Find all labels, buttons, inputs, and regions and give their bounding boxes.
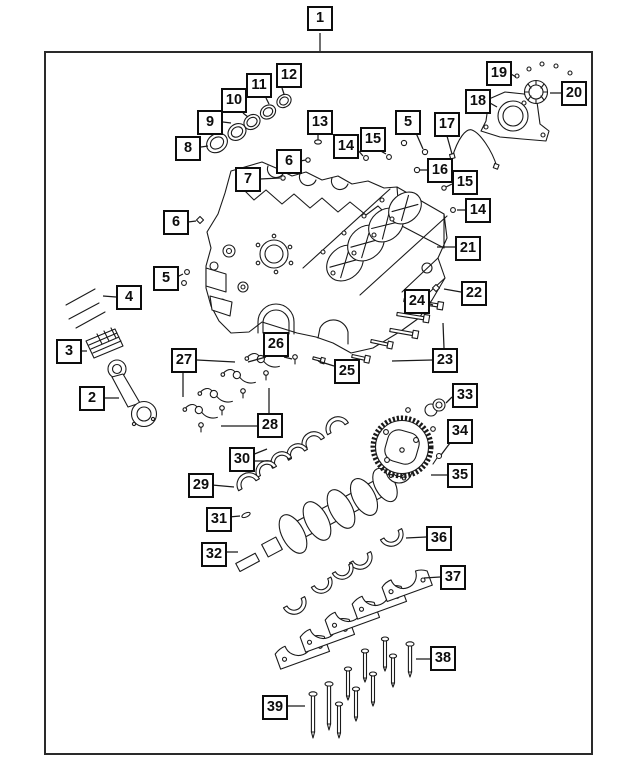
callout-23[interactable]: 23 [432, 348, 458, 373]
leader-lines [80, 33, 561, 707]
callout-19[interactable]: 19 [486, 61, 512, 86]
lower-main-bearings-drawing [282, 528, 404, 615]
callout-1[interactable]: 1 [307, 6, 333, 31]
leader-line-15 [445, 183, 453, 188]
callout-34[interactable]: 34 [447, 419, 473, 444]
callout-20[interactable]: 20 [561, 81, 587, 106]
leader-line-10 [242, 112, 249, 118]
callout-39[interactable]: 39 [262, 695, 288, 720]
callout-15[interactable]: 15 [452, 170, 478, 195]
main-bearing-caps-drawing [274, 569, 433, 670]
leader-line-5 [415, 132, 424, 150]
callout-18[interactable]: 18 [465, 89, 491, 114]
leader-line-34 [440, 442, 451, 456]
callout-29[interactable]: 29 [188, 473, 214, 498]
callout-6[interactable]: 6 [276, 149, 302, 174]
callout-26[interactable]: 26 [263, 332, 289, 357]
callout-30[interactable]: 30 [229, 447, 255, 472]
callout-32[interactable]: 32 [201, 542, 227, 567]
leader-line-8 [200, 145, 209, 148]
callout-15[interactable]: 15 [360, 127, 386, 152]
leader-line-6 [187, 220, 197, 223]
leader-line-9 [222, 121, 232, 124]
callout-31[interactable]: 31 [206, 507, 232, 532]
piston-rings-drawing [65, 288, 106, 329]
pilot-bushing-drawing [424, 398, 446, 417]
callout-14[interactable]: 14 [333, 134, 359, 159]
callout-17[interactable]: 17 [434, 112, 460, 137]
leader-line-26 [247, 356, 267, 363]
piston-drawing [85, 327, 124, 359]
callout-9[interactable]: 9 [197, 110, 223, 135]
callout-37[interactable]: 37 [440, 565, 466, 590]
leader-line-36 [405, 536, 427, 539]
crankshaft-seal-drawing [523, 79, 549, 105]
tone-wheel-bolt-drawing [432, 452, 443, 465]
connecting-rod-drawing [107, 359, 158, 428]
callout-3[interactable]: 3 [56, 339, 82, 364]
diagram-frame [44, 51, 593, 755]
callout-33[interactable]: 33 [452, 383, 478, 408]
callout-36[interactable]: 36 [426, 526, 452, 551]
leader-line-17 [446, 135, 453, 155]
rear-seal-retainer-drawing [480, 91, 550, 142]
callout-14[interactable]: 14 [465, 198, 491, 223]
callout-38[interactable]: 38 [430, 646, 456, 671]
callout-22[interactable]: 22 [461, 281, 487, 306]
oil-squirters-drawing [182, 352, 298, 433]
callout-8[interactable]: 8 [175, 136, 201, 161]
callout-4[interactable]: 4 [116, 285, 142, 310]
callout-24[interactable]: 24 [404, 289, 430, 314]
callout-11[interactable]: 11 [246, 73, 272, 98]
callout-27[interactable]: 27 [171, 348, 197, 373]
tone-wheel-drawing [370, 415, 434, 479]
leader-line-26 [283, 356, 293, 360]
leader-line-33 [445, 396, 453, 404]
engine-block-drawing [205, 161, 448, 354]
leader-line-25 [317, 360, 335, 367]
callout-21[interactable]: 21 [455, 236, 481, 261]
leader-line-37 [423, 576, 441, 579]
callout-12[interactable]: 12 [276, 63, 302, 88]
callout-6[interactable]: 6 [163, 210, 189, 235]
callout-35[interactable]: 35 [447, 463, 473, 488]
crankshaft-key-drawing [241, 511, 251, 519]
callout-16[interactable]: 16 [427, 158, 453, 183]
callout-5[interactable]: 5 [153, 266, 179, 291]
leader-line-4 [102, 295, 117, 298]
callout-10[interactable]: 10 [221, 88, 247, 113]
leader-line-22 [443, 288, 462, 293]
leader-line-18 [489, 102, 498, 108]
callout-5[interactable]: 5 [395, 110, 421, 135]
leader-line-7 [259, 177, 281, 180]
bearing-cap-bolts-drawing [308, 636, 415, 739]
callout-28[interactable]: 28 [257, 413, 283, 438]
leader-line-23 [442, 322, 445, 349]
seal-gasket-wire-drawing [449, 129, 500, 170]
callout-13[interactable]: 13 [307, 110, 333, 135]
leader-line-23 [391, 359, 433, 362]
camshaft-bearings-drawing [206, 93, 292, 154]
leader-line-12 [281, 87, 285, 95]
leader-line-29 [211, 484, 235, 488]
leader-line-27 [196, 359, 236, 363]
callout-25[interactable]: 25 [334, 359, 360, 384]
plugs-and-dowels-drawing [181, 61, 573, 452]
upper-main-bearings-drawing [236, 416, 349, 492]
callout-7[interactable]: 7 [235, 167, 261, 192]
leader-line-11 [265, 97, 270, 105]
callout-2[interactable]: 2 [79, 386, 105, 411]
crankshaft-drawing [235, 456, 413, 573]
